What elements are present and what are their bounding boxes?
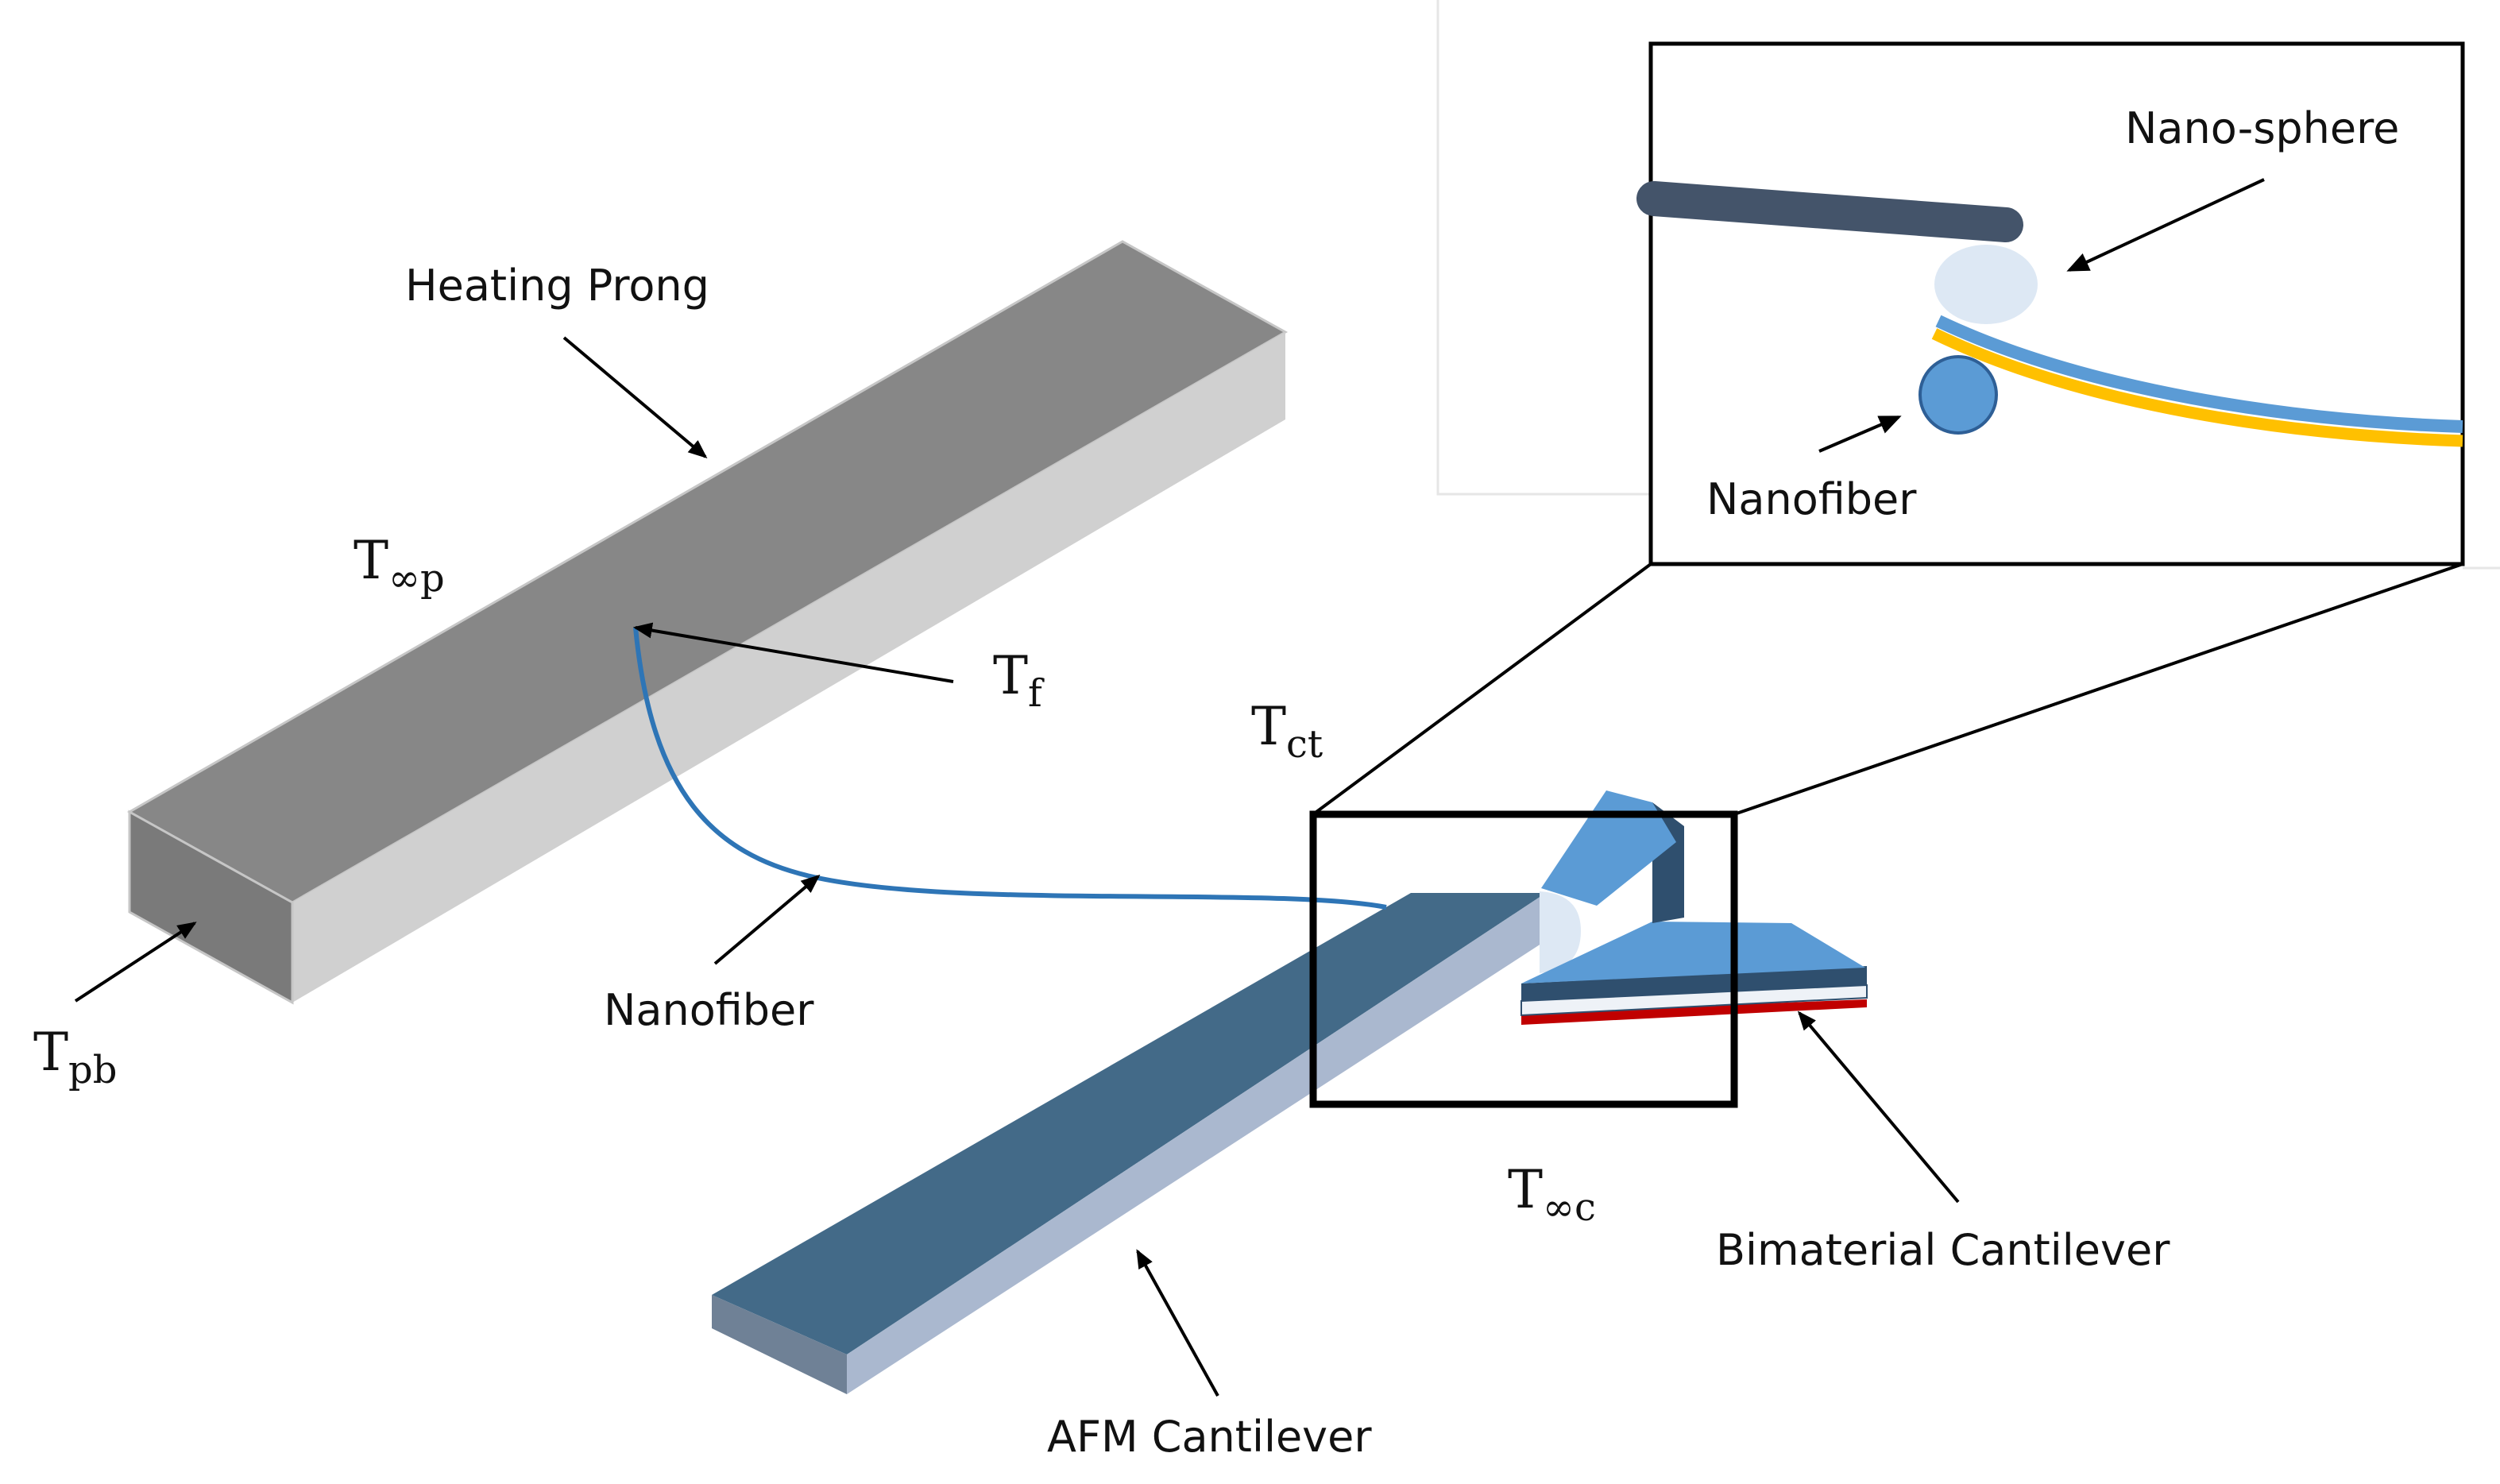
arrow-heating-prong xyxy=(562,336,708,459)
inset-blue-layer xyxy=(1935,315,2463,433)
zoom-line-right xyxy=(1733,562,2463,816)
nano-sphere-tip xyxy=(1540,891,1581,973)
symbol-t-pb: Tpb xyxy=(33,1022,117,1092)
symbol-subscript: ct xyxy=(1286,722,1323,767)
inset-gold-layer xyxy=(1931,328,2463,447)
label-bimaterial-cantilever: Bimaterial Cantilever xyxy=(1716,1225,2170,1275)
symbol-t-ct: Tct xyxy=(1251,696,1323,767)
symbol-base: T xyxy=(1251,696,1286,757)
arrow-bimaterial xyxy=(1797,1011,1960,1204)
inset-frame xyxy=(1648,41,2465,566)
prong-top-face xyxy=(126,240,1289,904)
bimaterial-cantilever xyxy=(1520,790,1868,1025)
bimaterial-lower-arm xyxy=(1521,922,1865,984)
arrow-nanofiber xyxy=(713,874,821,965)
afm-cantilever xyxy=(712,893,1546,1394)
symbol-t-inf-p: T∞p xyxy=(354,530,445,601)
heating-prong xyxy=(126,240,1289,1005)
symbol-t-inf-c: T∞c xyxy=(1508,1159,1596,1230)
symbol-subscript: ∞p xyxy=(388,556,445,601)
bimaterial-dark-layer xyxy=(1521,966,1867,1001)
afm-top-face xyxy=(712,893,1546,1355)
prong-front-face xyxy=(292,332,1285,1003)
magnification-box xyxy=(1309,810,1738,1108)
symbol-base: T xyxy=(33,1022,68,1083)
arrows xyxy=(74,178,2265,1397)
symbol-base: T xyxy=(354,530,388,591)
prong-end-face xyxy=(128,810,294,1005)
symbol-subscript: pb xyxy=(68,1048,117,1092)
arrow-t-f xyxy=(632,622,954,683)
label-inset-nanofiber: Nanofiber xyxy=(1706,474,1917,524)
inset-nano-sphere xyxy=(1934,245,2038,324)
label-heating-prong: Heating Prong xyxy=(405,261,709,311)
arrow-inset-nanofiber xyxy=(1818,415,1902,453)
afm-front-face xyxy=(847,893,1546,1394)
symbol-base: T xyxy=(993,645,1028,706)
arrow-afm-cantilever xyxy=(1136,1249,1219,1397)
label-nano-sphere: Nano-sphere xyxy=(2125,103,2399,153)
symbol-base: T xyxy=(1508,1159,1543,1220)
arrow-nano-sphere xyxy=(2066,178,2265,272)
bimaterial-upper-arm xyxy=(1541,790,1676,906)
symbol-t-f: Tf xyxy=(993,645,1045,716)
afm-side-face xyxy=(712,1295,847,1394)
label-nanofiber: Nanofiber xyxy=(604,985,814,1035)
zoom-line-left xyxy=(1312,562,1652,816)
bimaterial-red-layer xyxy=(1521,999,1867,1025)
symbol-subscript: f xyxy=(1028,671,1045,716)
arrow-t-pb xyxy=(74,922,197,1003)
label-afm-cantilever: AFM Cantilever xyxy=(1047,1412,1372,1462)
nanofiber-curve xyxy=(633,627,1387,910)
background-panel-outline xyxy=(1436,0,2500,570)
inset-nanofiber-circle xyxy=(1918,355,1998,435)
inset-tip-rod xyxy=(1636,181,2023,242)
symbol-subscript: ∞c xyxy=(1543,1185,1596,1230)
inset-detail xyxy=(1636,41,2465,566)
